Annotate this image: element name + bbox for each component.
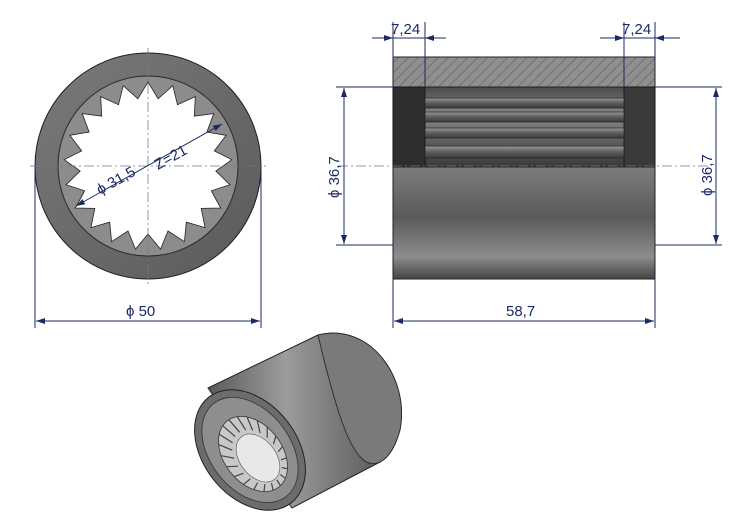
left-recess-arrow-a — [384, 35, 393, 41]
left-recess-arrow-b — [425, 35, 434, 41]
iso-tooth-line — [243, 478, 251, 485]
iso-bore-deep — [235, 433, 281, 483]
iso-tooth-line — [280, 457, 287, 461]
iso-tooth-line — [228, 419, 241, 433]
iso-tooth-line — [218, 433, 233, 444]
right-recess-arrow-b — [655, 35, 664, 41]
iso-tooth-line — [218, 444, 233, 451]
left-diameter-label: ϕ 36,7 — [326, 156, 343, 198]
outer-diameter-label: ϕ 50 — [126, 303, 155, 320]
iso-tooth-line — [234, 472, 244, 478]
section-hatch — [392, 56, 656, 88]
front-view: ϕ 31,5 Z=21 ϕ 50 — [30, 48, 266, 328]
iso-tooth-line — [236, 416, 247, 431]
iso-tooth-line — [270, 482, 274, 491]
iso-tooth-line — [256, 420, 261, 434]
iso-tooth-line — [272, 435, 277, 445]
right-recess-arrow-a — [615, 35, 624, 41]
iso-tooth-line — [253, 482, 259, 490]
iso-tooth-line — [221, 455, 235, 459]
left-recess — [392, 86, 426, 168]
iso-tooth-line — [279, 474, 286, 479]
right-recess-label: 7,24 — [622, 21, 651, 38]
left-recess-label: 7,24 — [391, 21, 420, 38]
right-recess — [623, 86, 656, 168]
iso-spline-teeth — [218, 416, 288, 492]
iso-tooth-line — [246, 416, 254, 431]
iso-tooth-line — [263, 484, 266, 492]
iso-tooth-line — [226, 465, 239, 468]
iso-end-face — [317, 332, 402, 464]
iso-tooth-line — [281, 467, 288, 470]
iso-tooth-line — [276, 479, 282, 487]
iso-tooth-line — [277, 446, 283, 453]
inner-diameter-dimension-line — [75, 123, 223, 207]
side-view: 7,24 7,24 ϕ 36,7 ϕ 36,7 58,7 — [326, 21, 722, 328]
spline-grooves — [424, 97, 625, 159]
right-diameter-label: ϕ 36,7 — [699, 154, 716, 196]
isometric-view — [194, 332, 402, 511]
length-label: 58,7 — [506, 303, 535, 320]
iso-tooth-line — [222, 425, 236, 438]
body-lower — [392, 166, 656, 280]
